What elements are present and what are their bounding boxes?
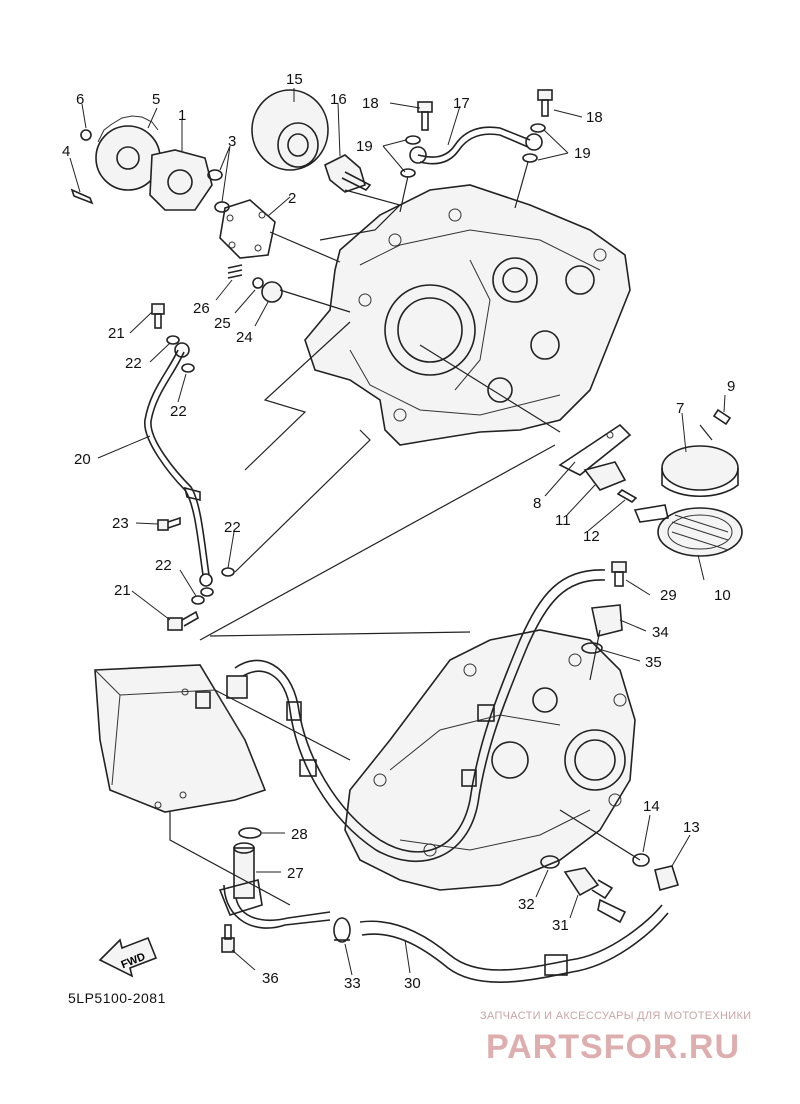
bolt-23 — [157, 516, 181, 531]
oil-pipe-20 — [144, 342, 213, 587]
callout-6: 6 — [76, 91, 84, 108]
callout-36: 36 — [262, 970, 279, 987]
gasket — [219, 199, 276, 259]
strainer-cover-7 — [661, 445, 739, 498]
callout-18b: 18 — [586, 109, 603, 126]
assembly-guide-lines — [169, 161, 713, 906]
callout-22c: 22 — [224, 519, 241, 536]
bolt-18-left — [417, 101, 433, 131]
clamp-33 — [333, 917, 351, 943]
callout-19a: 19 — [356, 138, 373, 155]
callout-18a: 18 — [362, 95, 379, 112]
oil-switch — [324, 154, 372, 193]
watermark-logo: PARTSFOR.RU — [486, 1028, 740, 1066]
callout-34: 34 — [652, 624, 669, 641]
o-ring-28 — [238, 827, 262, 839]
plug-24 — [261, 281, 283, 303]
callout-27: 27 — [287, 865, 304, 882]
upper-crankcase — [304, 184, 631, 446]
plate-11 — [583, 461, 627, 491]
callout-17: 17 — [453, 95, 470, 112]
callout-30: 30 — [404, 975, 421, 992]
gasket-8 — [558, 423, 632, 476]
callout-22b: 22 — [170, 403, 187, 420]
lower-crankcase — [344, 629, 636, 891]
bolt-21-top — [151, 303, 165, 329]
callout-13: 13 — [683, 819, 700, 836]
bolt-13 — [654, 865, 680, 891]
watermark-tagline: ЗАПЧАСТИ И АКСЕССУАРЫ ДЛЯ МОТОТЕХНИКИ — [480, 1010, 752, 1022]
callout-25: 25 — [214, 315, 231, 332]
leader-lines — [69, 88, 726, 976]
oil-filter — [251, 89, 329, 171]
callout-24: 24 — [236, 329, 253, 346]
fwd-arrow: FWD — [98, 936, 158, 978]
oil-pump-assembly — [70, 115, 213, 211]
callout-19b: 19 — [574, 145, 591, 162]
callout-29: 29 — [660, 587, 677, 604]
oil-delivery-pipe — [409, 126, 543, 165]
callout-22d: 22 — [155, 557, 172, 574]
washer-32 — [540, 855, 560, 869]
o-ring-35 — [581, 642, 603, 654]
washer-14 — [632, 853, 650, 867]
callout-1: 1 — [178, 107, 186, 124]
callout-7: 7 — [676, 400, 684, 417]
spring-26 — [227, 264, 243, 279]
diagram-code: 5LP5100-2081 — [68, 990, 166, 1006]
oil-hose-30 — [359, 898, 669, 983]
callout-11: 11 — [555, 512, 571, 529]
bolt-12 — [616, 489, 638, 503]
callout-16: 16 — [330, 91, 347, 108]
callout-22a: 22 — [125, 355, 142, 372]
callout-8: 8 — [533, 495, 541, 512]
callout-10: 10 — [714, 587, 731, 604]
callout-21b: 21 — [114, 582, 131, 599]
callout-20: 20 — [74, 451, 91, 468]
callout-32: 32 — [518, 896, 535, 913]
callout-35: 35 — [645, 654, 662, 671]
screw-9 — [712, 408, 732, 426]
callout-28: 28 — [291, 826, 308, 843]
callout-12: 12 — [583, 528, 600, 545]
callout-14: 14 — [643, 798, 660, 815]
oil-hose-upper — [226, 569, 606, 863]
strainer-10 — [633, 504, 743, 557]
fitting-31 — [563, 867, 614, 900]
hose-27-fitting — [218, 842, 331, 929]
callout-9: 9 — [727, 378, 735, 395]
washers-22 — [166, 335, 235, 605]
callout-23: 23 — [112, 515, 129, 532]
callout-5: 5 — [152, 91, 160, 108]
callout-33: 33 — [344, 975, 361, 992]
banjo-34 — [591, 604, 623, 637]
bolt-21-bottom — [167, 610, 199, 631]
callout-15: 15 — [286, 71, 303, 88]
callout-2: 2 — [288, 190, 296, 207]
ball-25 — [252, 277, 264, 289]
callout-31: 31 — [552, 917, 569, 934]
callout-21a: 21 — [108, 325, 125, 342]
callout-labels: 1 2 3 4 5 6 7 8 9 10 11 12 13 14 15 16 1… — [62, 71, 735, 992]
washers-19 — [400, 123, 546, 178]
callout-4: 4 — [62, 143, 70, 160]
bolt-18-right — [537, 89, 553, 117]
watermark-logo-text: PARTSFOR.RU — [486, 1028, 740, 1066]
callout-3: 3 — [228, 133, 236, 150]
bolt-29 — [611, 561, 627, 587]
bolt-36 — [221, 924, 235, 953]
callout-26: 26 — [193, 300, 210, 317]
